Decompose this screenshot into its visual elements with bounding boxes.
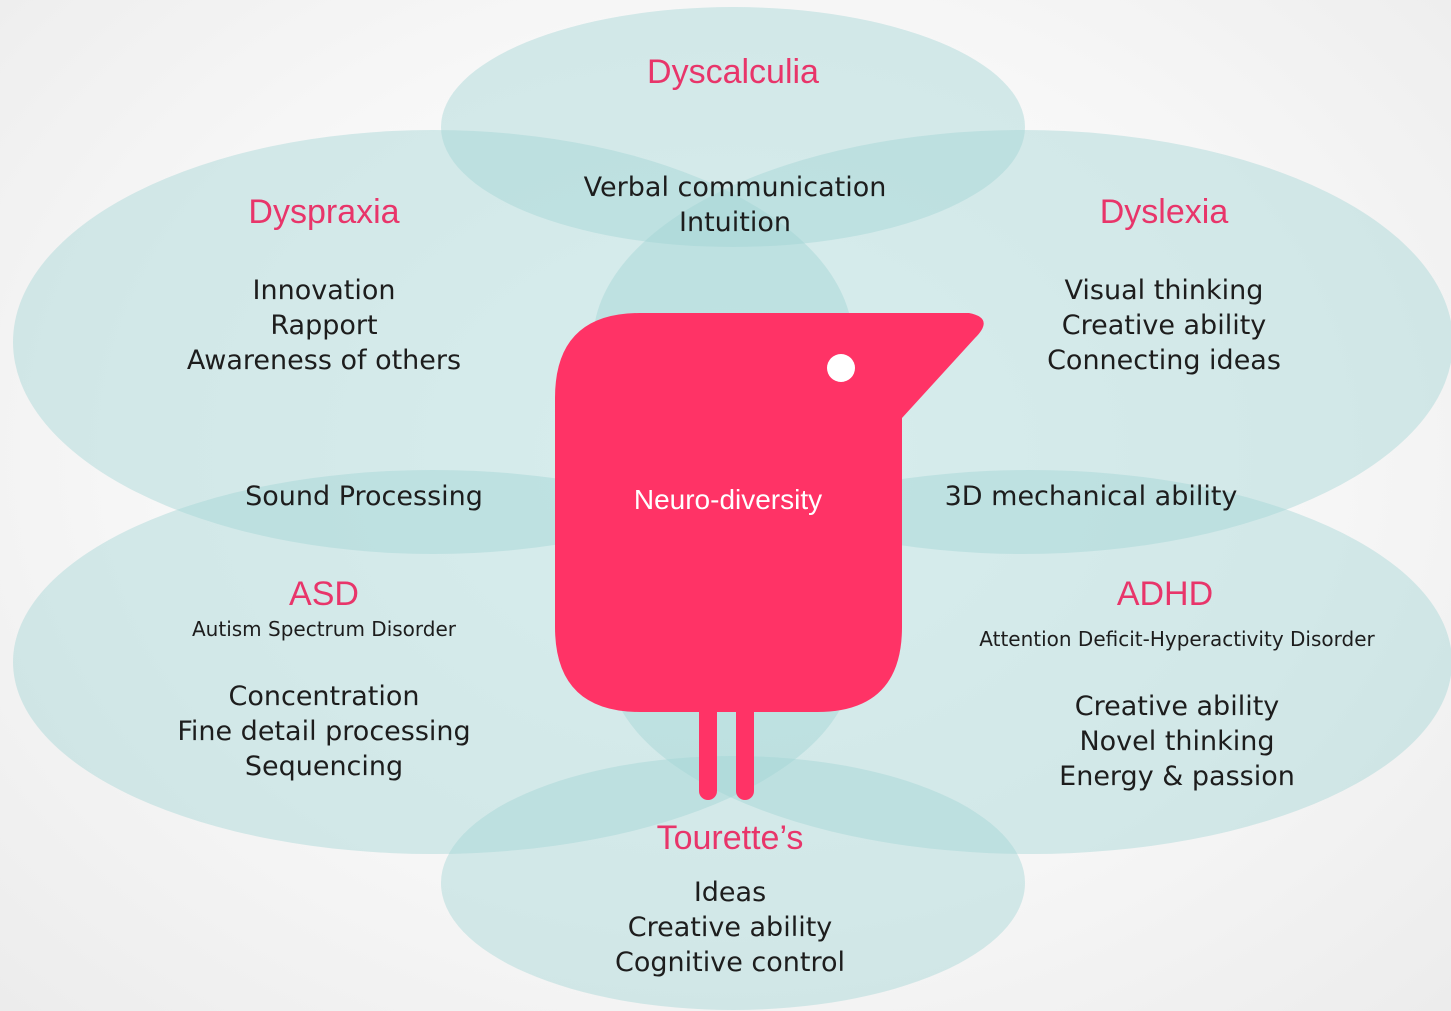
strength-item: Fine detail processing	[124, 714, 524, 749]
tourettes-strengths: Ideas Creative ability Cognitive control	[580, 875, 880, 980]
strength-item: Energy & passion	[1027, 759, 1327, 794]
center-label: Neuro-diversity	[578, 484, 878, 516]
strength-item: Rapport	[124, 308, 524, 343]
strength-item: Novel thinking	[1027, 724, 1327, 759]
dyslexia-heading: Dyslexia	[1064, 193, 1264, 232]
overlap-top-strengths: Verbal communication Intuition	[560, 170, 910, 240]
strength-item: Ideas	[580, 875, 880, 910]
dyslexia-strengths: Visual thinking Creative ability Connect…	[1014, 273, 1314, 378]
asd-heading: ASD	[224, 575, 424, 614]
adhd-heading: ADHD	[1065, 575, 1265, 614]
tourettes-heading: Tourette’s	[615, 819, 845, 858]
strength-item: Concentration	[124, 679, 524, 714]
strength-item: Creative ability	[1027, 689, 1327, 724]
asd-subtitle: Autism Spectrum Disorder	[124, 617, 524, 641]
overlap-item: Verbal communication	[560, 170, 910, 205]
adhd-strengths: Creative ability Novel thinking Energy &…	[1027, 689, 1327, 794]
overlap-right-label: 3D mechanical ability	[931, 479, 1251, 514]
dyscalculia-heading: Dyscalculia	[633, 53, 833, 92]
adhd-subtitle: Attention Deficit-Hyperactivity Disorder	[927, 627, 1427, 651]
strength-item: Innovation	[124, 273, 524, 308]
dyspraxia-strengths: Innovation Rapport Awareness of others	[124, 273, 524, 378]
strength-item: Creative ability	[580, 910, 880, 945]
dyspraxia-heading: Dyspraxia	[224, 193, 424, 232]
strength-item: Sequencing	[124, 749, 524, 784]
bird-eye	[827, 354, 855, 382]
overlap-item: Intuition	[560, 205, 910, 240]
asd-strengths: Concentration Fine detail processing Seq…	[124, 679, 524, 784]
strength-item: Visual thinking	[1014, 273, 1314, 308]
overlap-left-label: Sound Processing	[214, 479, 514, 514]
strength-item: Creative ability	[1014, 308, 1314, 343]
strength-item: Awareness of others	[124, 343, 524, 378]
strength-item: Connecting ideas	[1014, 343, 1314, 378]
strength-item: Cognitive control	[580, 945, 880, 980]
